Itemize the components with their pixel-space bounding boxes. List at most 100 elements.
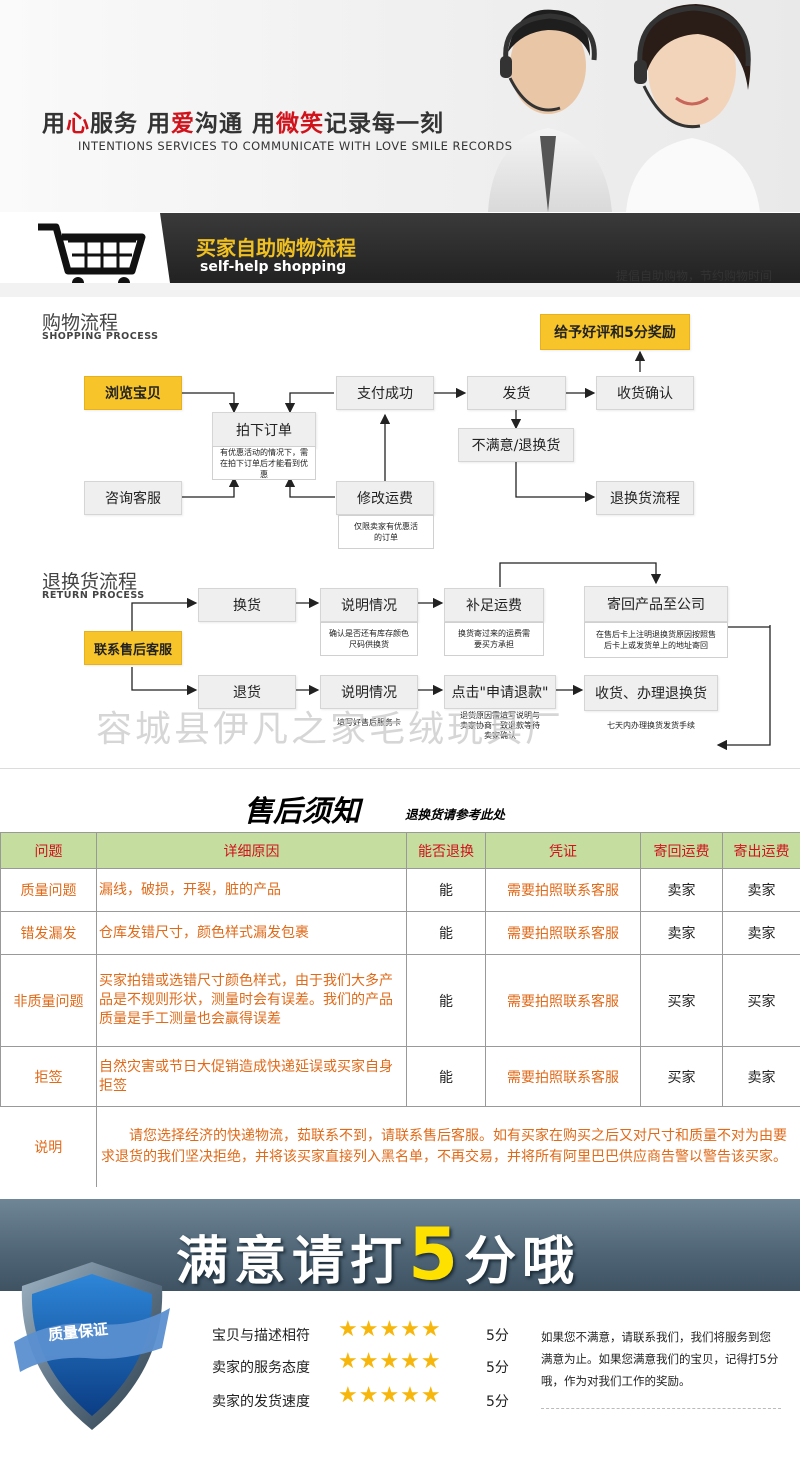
shopping-process-title: 购物流程 <box>42 312 119 334</box>
flow-order-note: 有优惠活动的情况下，需在拍下订单后才能看到优惠 <box>212 446 316 480</box>
flow-consult-box: 咨询客服 <box>84 481 182 515</box>
table-note-row: 说明 请您选择经济的快递物流，茹联系不到，请联系售后客服。如有买家在购买之后又对… <box>0 1106 800 1187</box>
shopping-header-bar <box>0 213 800 297</box>
proof-cell: 需要拍照联系客服 <box>485 868 641 912</box>
header-light-stripe <box>0 283 800 297</box>
flow-explain1-note: 确认是否还有库存颜色尺码供换货 <box>320 622 418 656</box>
flow-return-flow-box: 退换货流程 <box>596 481 694 515</box>
detail-cell: 买家拍错或选错尺寸颜色样式，由于我们大多产品是不规则形状，测量时会有误差。我们的… <box>96 954 407 1047</box>
note-label-cell: 说明 <box>0 1106 97 1187</box>
flow-explain1-box: 说明情况 <box>320 588 418 622</box>
issue-cell: 质量问题 <box>0 868 97 912</box>
return-fee-cell: 买家 <box>640 954 723 1047</box>
flow-browse-box: 浏览宝贝 <box>84 376 182 410</box>
send-fee-cell: 买家 <box>722 954 800 1047</box>
flow-unsatisfied-box: 不满意/退换货 <box>458 428 574 462</box>
top-banner: 用心服务 用爱沟通 用微笑记录每一刻 INTENTIONS SERVICES T… <box>0 0 800 212</box>
can-return-cell: 能 <box>406 1046 486 1107</box>
rating-score-description: 5分 <box>486 1328 509 1344</box>
rating-label-shipping: 卖家的发货速度 <box>212 1394 310 1410</box>
shop-bar-right-text: 提倡自助购物，节约购物时间 <box>616 269 773 283</box>
table-header-cell: 问题 <box>0 832 97 869</box>
table-header-cell: 详细原因 <box>96 832 407 869</box>
flow-pay-box: 支付成功 <box>336 376 434 410</box>
return-fee-cell: 卖家 <box>640 911 723 955</box>
after-sale-subtitle: 退换货请参考此处 <box>405 807 506 822</box>
flow-explain2-box: 说明情况 <box>320 675 418 709</box>
table-row: 质量问题 漏线，破损，开裂，脏的产品 能 需要拍照联系客服 卖家 卖家 <box>0 868 800 912</box>
shopping-cart-icon <box>38 223 146 289</box>
flow-receive-refund-box: 收货、办理退换货 <box>584 675 718 711</box>
return-process-title-en: RETURN PROCESS <box>42 590 145 601</box>
rating-stars-shipping: ★★★★★ <box>338 1383 442 1408</box>
issue-cell: 非质量问题 <box>0 954 97 1047</box>
proof-cell: 需要拍照联系客服 <box>485 911 641 955</box>
can-return-cell: 能 <box>406 911 486 955</box>
flow-ship-box: 发货 <box>467 376 566 410</box>
table-row: 非质量问题 买家拍错或选错尺寸颜色样式，由于我们大多产品是不规则形状，测量时会有… <box>0 954 800 1047</box>
can-return-cell: 能 <box>406 868 486 912</box>
table-header-cell: 能否退换 <box>406 832 486 869</box>
flow-supplement-box: 补足运费 <box>444 588 544 622</box>
send-fee-cell: 卖家 <box>722 911 800 955</box>
table-header-cell: 寄出运费 <box>722 832 800 869</box>
flow-refund-box: 退货 <box>198 675 296 709</box>
rating-stars-description: ★★★★★ <box>338 1317 442 1342</box>
rating-stars-service: ★★★★★ <box>338 1349 442 1374</box>
table-header-row: 问题 详细原因 能否退换 凭证 寄回运费 寄出运费 <box>0 832 800 869</box>
table-header-cell: 凭证 <box>485 832 641 869</box>
flow-receive-box: 收货确认 <box>596 376 694 410</box>
issue-cell: 拒签 <box>0 1046 97 1107</box>
flow-send-back-box: 寄回产品至公司 <box>584 586 728 622</box>
detail-cell: 仓库发错尺寸，颜色样式漏发包裹 <box>96 911 407 955</box>
shopping-flow-arrows <box>182 350 646 503</box>
flow-supplement-note: 换货寄过来的运费需要买方承担 <box>444 622 544 656</box>
rating-title: 满意请打5分哦 <box>176 1212 581 1296</box>
flow-send-back-note: 在售后卡上注明退换货原因按照售后卡上或发货单上的地址寄回 <box>584 622 728 658</box>
proof-cell: 需要拍照联系客服 <box>485 1046 641 1107</box>
flow-contact-service-box: 联系售后客服 <box>84 631 182 665</box>
rating-banner <box>0 1199 800 1291</box>
send-fee-cell: 卖家 <box>722 868 800 912</box>
flow-modify-note: 仅限卖家有优惠活的订单 <box>338 515 434 549</box>
rating-label-service: 卖家的服务态度 <box>212 1360 310 1376</box>
banner-slogan: 用心服务 用爱沟通 用微笑记录每一刻 <box>42 111 445 137</box>
shop-bar-title: 买家自助购物流程 <box>196 236 356 260</box>
shop-watermark: 容城县伊凡之家毛绒玩具厂 <box>96 709 565 750</box>
rating-score-service: 5分 <box>486 1360 509 1376</box>
detail-cell: 漏线，破损，开裂，脏的产品 <box>96 868 407 912</box>
note-text-cell: 请您选择经济的快递物流，茹联系不到，请联系售后客服。如有买家在购买之后又对尺寸和… <box>96 1106 800 1187</box>
flow-exchange-box: 换货 <box>198 588 296 622</box>
rating-label-description: 宝贝与描述相符 <box>212 1328 310 1344</box>
return-fee-cell: 买家 <box>640 1046 723 1107</box>
detail-cell: 自然灾害或节日大促销造成快递延误或买家自身拒签 <box>96 1046 407 1107</box>
flow-apply-refund-box: 点击"申请退款" <box>444 675 556 709</box>
return-fee-cell: 卖家 <box>640 868 723 912</box>
flow-receive-refund-note: 七天内办理换货发货手续 <box>607 721 695 730</box>
section-divider <box>0 768 800 769</box>
table-header-cell: 寄回运费 <box>640 832 723 869</box>
return-process-title: 退换货流程 <box>42 571 138 593</box>
flow-modify-box: 修改运费 <box>336 481 434 515</box>
flow-reward-box: 给予好评和5分奖励 <box>540 314 690 350</box>
flow-apply-refund-note: 退货原因需填写说明与卖家协商一致退款等待卖家确认 <box>460 711 540 740</box>
after-sale-table: 问题 详细原因 能否退换 凭证 寄回运费 寄出运费 质量问题 漏线，破损，开裂，… <box>0 832 800 1187</box>
rating-note: 如果您不满意，请联系我们，我们将服务到您满意为止。如果您满意我们的宝贝，记得打5… <box>541 1330 779 1388</box>
return-flow-arrows <box>131 562 771 751</box>
flow-explain2-note: 填写好售后服务卡 <box>337 718 401 727</box>
proof-cell: 需要拍照联系客服 <box>485 954 641 1047</box>
banner-slogan-en: INTENTIONS SERVICES TO COMMUNICATE WITH … <box>78 139 513 153</box>
rating-note-divider <box>541 1408 781 1409</box>
table-row: 错发漏发 仓库发错尺寸，颜色样式漏发包裹 能 需要拍照联系客服 卖家 卖家 <box>0 911 800 955</box>
quality-shield-icon <box>14 1262 170 1430</box>
table-row: 拒签 自然灾害或节日大促销造成快递延误或买家自身拒签 能 需要拍照联系客服 买家… <box>0 1046 800 1107</box>
send-fee-cell: 卖家 <box>722 1046 800 1107</box>
rating-score-shipping: 5分 <box>486 1394 509 1410</box>
after-sale-title: 售后须知 <box>244 794 361 828</box>
shopping-process-title-en: SHOPPING PROCESS <box>42 331 159 342</box>
customer-service-agents-image <box>488 4 760 212</box>
shop-bar-subtitle: self-help shopping <box>200 259 347 275</box>
issue-cell: 错发漏发 <box>0 911 97 955</box>
can-return-cell: 能 <box>406 954 486 1047</box>
flow-order-box: 拍下订单 <box>212 412 316 448</box>
